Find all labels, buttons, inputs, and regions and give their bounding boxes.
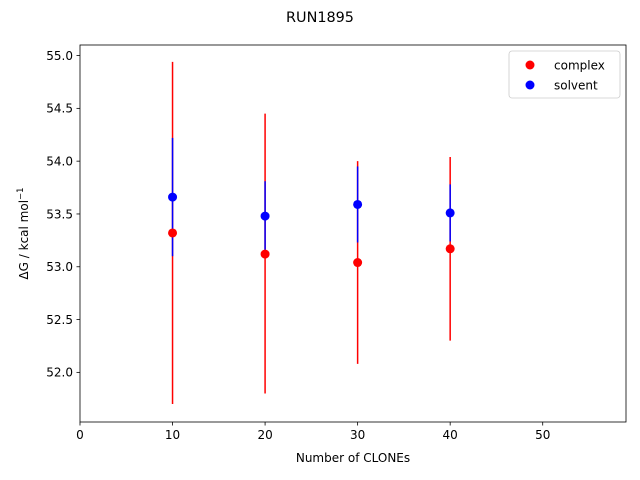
x-tick-label: 0 <box>76 428 84 442</box>
x-axis: 0 10 20 30 40 50 <box>76 422 550 442</box>
legend: complex solvent <box>508 50 621 99</box>
complex-point <box>168 228 178 238</box>
complex-point <box>260 249 270 259</box>
x-axis-label: Number of CLONEs <box>296 451 410 465</box>
legend-marker-solvent <box>525 80 535 90</box>
solvent-point <box>445 208 455 218</box>
legend-box <box>508 50 621 99</box>
y-tick-label: 53.0 <box>46 260 73 274</box>
complex-point <box>445 244 455 254</box>
legend-label-solvent: solvent <box>554 78 598 92</box>
legend-marker-complex <box>525 60 535 70</box>
x-tick-label: 50 <box>535 428 550 442</box>
y-axis-label: ΔG / kcal mol−1 <box>16 187 31 279</box>
error-bars <box>171 61 451 405</box>
y-tick-label: 52.0 <box>46 366 73 380</box>
y-tick-label: 54.0 <box>46 154 73 168</box>
y-tick-label: 54.5 <box>46 102 73 116</box>
x-tick-label: 20 <box>257 428 272 442</box>
y-axis: 52.0 52.5 53.0 53.5 54.0 54.5 55.0 <box>46 49 80 380</box>
legend-label-complex: complex <box>554 58 605 72</box>
solvent-point <box>353 199 363 209</box>
y-tick-label: 53.5 <box>46 207 73 221</box>
chart-title: RUN1895 <box>286 10 354 26</box>
x-tick-label: 40 <box>443 428 458 442</box>
y-axis-label-superscript: −1 <box>16 187 26 200</box>
y-tick-label: 52.5 <box>46 313 73 327</box>
x-tick-label: 30 <box>350 428 365 442</box>
x-tick-label: 10 <box>165 428 180 442</box>
solvent-point <box>260 211 270 221</box>
y-tick-label: 55.0 <box>46 49 73 63</box>
y-axis-label-main: ΔG / kcal mol <box>17 200 31 280</box>
solvent-point <box>168 192 178 202</box>
plot-area <box>79 44 627 423</box>
data-points <box>168 192 455 268</box>
complex-point <box>353 258 363 268</box>
